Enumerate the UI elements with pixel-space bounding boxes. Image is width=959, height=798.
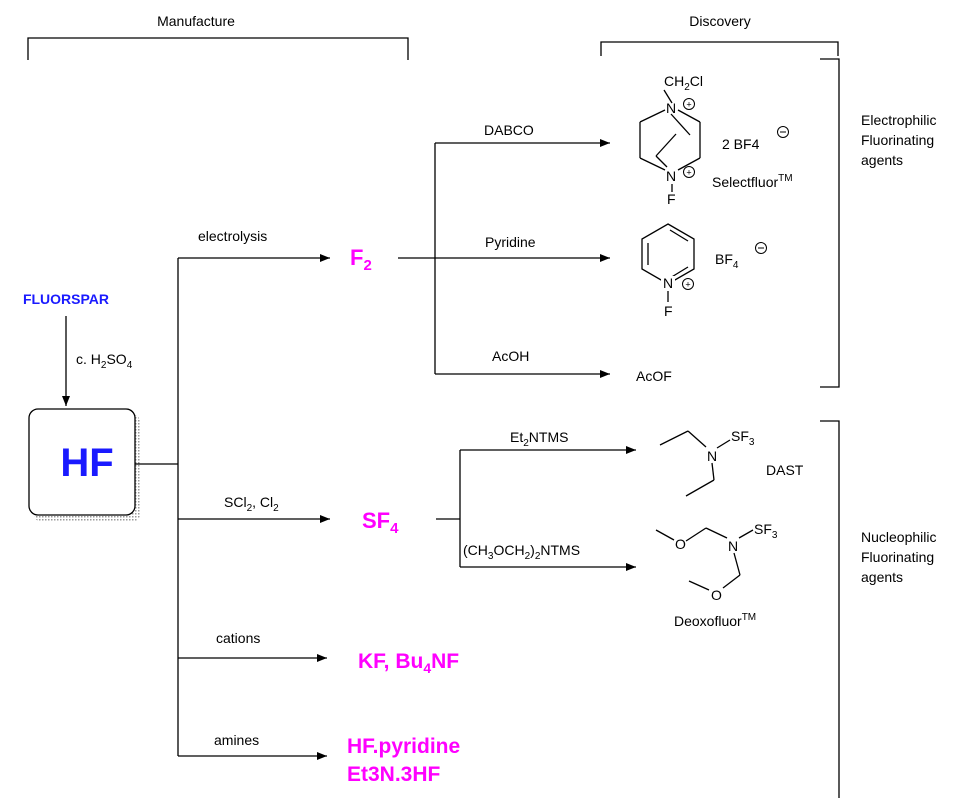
discovery-bracket [600,41,839,56]
nucleophilic-label-1: Nucleophilic [861,529,936,545]
svg-text:F: F [664,303,673,319]
electrophilic-bracket [820,58,840,388]
acid-label: c. H2SO4 [76,351,133,371]
deoxo-reagent-label: (CH3OCH2)2NTMS [463,542,580,562]
svg-text:BF4: BF4 [715,251,739,271]
kf-product: KF, Bu4NF [358,650,459,676]
svg-text:N: N [707,448,717,464]
svg-text:SF3: SF3 [754,521,778,541]
svg-text:CH2Cl: CH2Cl [664,73,703,93]
sf4-product: SF4 [362,508,399,537]
cations-label: cations [216,630,260,646]
manufacture-bracket [27,37,409,60]
svg-text:+: + [686,168,691,178]
scl2-label: SCl2, Cl2 [224,494,279,514]
pyridine-label: Pyridine [485,234,536,250]
pyridinium-structure: N + F BF4 [641,223,767,319]
svg-text:N: N [663,275,673,291]
f2-product: F2 [350,245,372,274]
electrolysis-label: electrolysis [198,228,267,244]
svg-text:DAST: DAST [766,462,804,478]
hf-box [28,408,136,516]
acof-label: AcOF [636,368,672,384]
svg-text:DeoxofluorTM: DeoxofluorTM [674,612,756,629]
discovery-header: Discovery [689,13,750,29]
amines-label: amines [214,732,259,748]
svg-text:N: N [666,168,676,184]
svg-text:N: N [666,100,676,116]
svg-text:F: F [667,191,676,207]
et3n-product: Et3N.3HF [347,763,441,786]
nucleophilic-label-3: agents [861,569,903,585]
svg-text:SF3: SF3 [731,428,755,448]
hf-pyridine-product: HF.pyridine [347,735,460,758]
dabco-label: DABCO [484,122,534,138]
nucleophilic-bracket [820,420,840,798]
electrophilic-label-2: Fluorinating [861,132,934,148]
svg-text:2 BF4: 2 BF4 [722,136,760,152]
svg-text:SelectfluorTM: SelectfluorTM [712,173,793,190]
selectfluor-structure: CH2Cl N + N + F 2 BF4 SelectfluorTM [639,73,793,207]
deoxofluor-structure: O N SF3 O DeoxofluorTM [655,521,778,629]
electrophilic-label-3: agents [861,152,903,168]
svg-text:+: + [685,280,690,290]
svg-text:+: + [686,100,691,110]
et2ntms-label: Et2NTMS [510,429,568,449]
electrophilic-label-1: Electrophilic [861,112,936,128]
manufacture-header: Manufacture [157,13,235,29]
fluorspar-label: FLUORSPAR [23,291,109,307]
acoh-label: AcOH [492,348,529,364]
dast-structure: N SF3 DAST [659,428,804,497]
hf-label: HF [60,441,113,485]
nucleophilic-label-2: Fluorinating [861,549,934,565]
svg-text:O: O [711,587,722,603]
svg-text:O: O [675,536,686,552]
svg-text:N: N [728,538,738,554]
